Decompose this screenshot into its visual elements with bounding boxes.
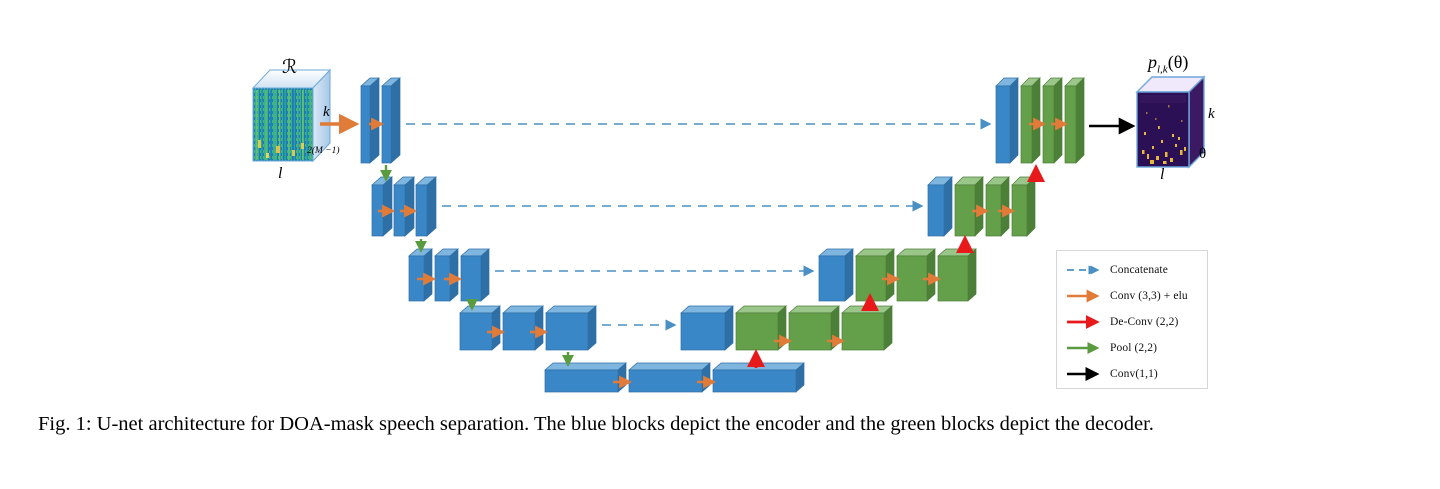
input-tensor-label-top: ℛ	[282, 57, 298, 78]
figure-caption: Fig. 1: U-net architecture for DOA-mask …	[38, 413, 1154, 435]
bottleneck-blocks	[544, 362, 805, 393]
output-label-arg: (θ)	[1167, 52, 1189, 72]
conv-arrows	[320, 113, 1069, 389]
legend-label-concatenate: Concatenate	[1110, 264, 1168, 276]
input-tensor-label-depth: k	[323, 104, 330, 120]
legend-item-conv11: Conv(1,1)	[1065, 363, 1158, 385]
encoder-level-2-blocks	[371, 176, 437, 237]
arrow-right-icon	[1065, 315, 1105, 329]
legend-label-deconv: De-Conv (2,2)	[1110, 316, 1179, 328]
deconv-arrows	[747, 164, 1045, 368]
output-tensor-label-angle: θ	[1199, 146, 1207, 162]
input-tensor-label-width: l	[278, 165, 283, 182]
output-tensor-label-depth: k	[1208, 106, 1215, 122]
arrow-right-dashed-icon	[1065, 263, 1105, 277]
decoder-level-2-blocks	[927, 176, 1036, 237]
legend-item-deconv: De-Conv (2,2)	[1065, 311, 1178, 333]
legend-item-concatenate: Concatenate	[1065, 259, 1168, 281]
input-tensor-cube	[251, 68, 332, 163]
decoder-level-4-blocks	[680, 305, 893, 351]
skip-connection-arrows	[406, 118, 992, 331]
encoder-level-1-blocks	[360, 77, 401, 164]
decoder-level-3-blocks	[818, 248, 977, 302]
arrow-right-icon	[1065, 341, 1105, 355]
legend-item-pool: Pool (2,2)	[1065, 337, 1157, 359]
legend-item-conv33: Conv (3,3) + elu	[1065, 285, 1188, 307]
legend-label-pool: Pool (2,2)	[1110, 342, 1157, 354]
decoder-level-1-blocks	[995, 77, 1085, 164]
arrow-right-icon	[1065, 366, 1105, 382]
arrow-right-icon	[1065, 289, 1105, 303]
output-tensor-label-top: pl,k(θ)	[1148, 52, 1188, 76]
output-tensor-label-width: l	[1160, 166, 1165, 183]
input-tensor-label-channels: 2(M −1)	[307, 146, 340, 156]
unet-architecture-diagram	[251, 68, 1206, 393]
legend-label-conv33: Conv (3,3) + elu	[1110, 290, 1188, 302]
encoder-level-4-blocks	[459, 305, 597, 351]
output-tensor-cube	[1135, 75, 1206, 169]
encoder-level-3-blocks	[408, 248, 490, 302]
legend-box: Concatenate Conv (3,3) + elu De-Conv (2,…	[1056, 250, 1208, 389]
output-label-sub: l,k	[1157, 63, 1168, 76]
legend-label-conv11: Conv(1,1)	[1110, 368, 1158, 380]
output-label-p: p	[1148, 52, 1157, 72]
pool-arrows	[380, 165, 574, 367]
